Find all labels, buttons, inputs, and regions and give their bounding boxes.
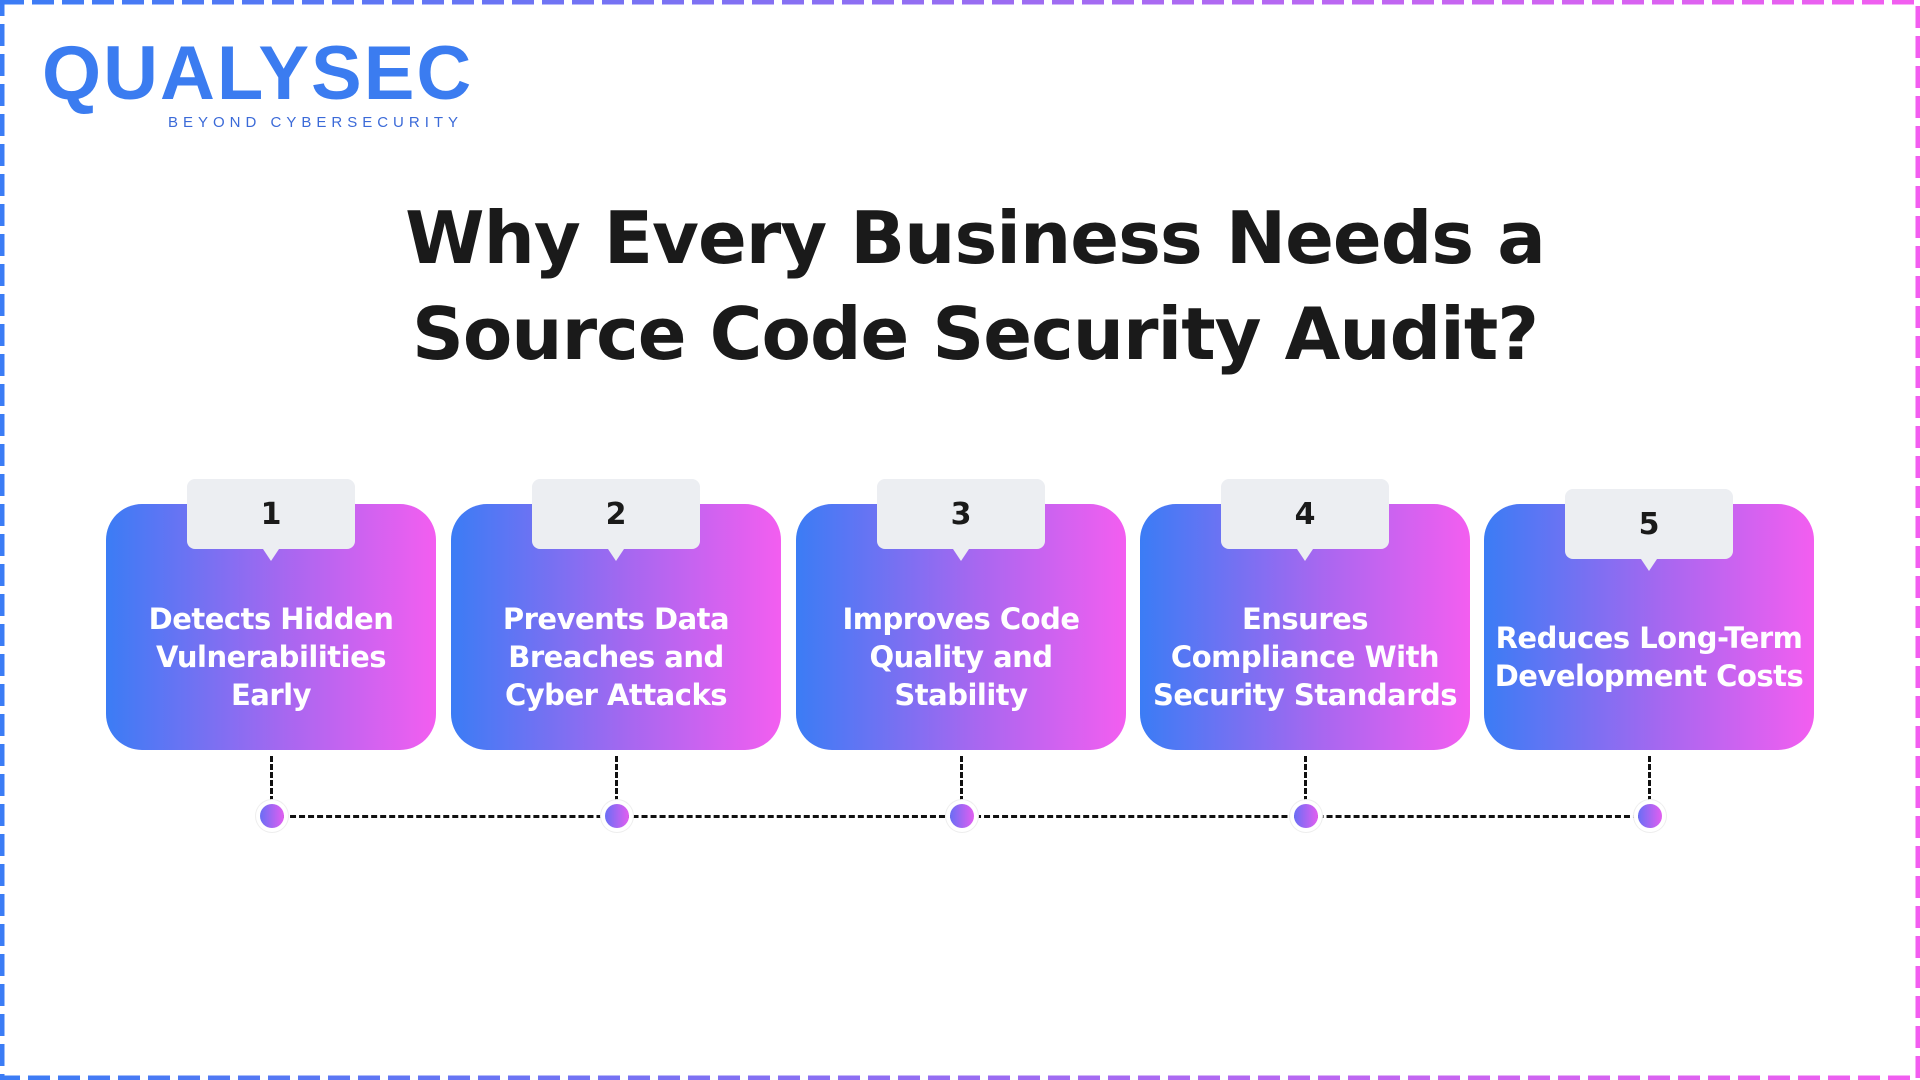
step-card-1: 1 Detects Hidden Vulnerabilities Early (106, 479, 436, 750)
logo-wordmark: QUALYSEC (42, 31, 474, 116)
timeline-dot (605, 804, 629, 828)
step-number-badge: 4 (1221, 479, 1389, 561)
logo-tagline: BEYOND CYBERSECURITY (168, 114, 464, 131)
timeline-dot (260, 804, 284, 828)
connector-line (1648, 756, 1651, 802)
step-text: Ensures Compliance With Security Standar… (1152, 602, 1458, 712)
connector-line (615, 756, 618, 802)
connector-line (1304, 756, 1307, 802)
connector-line (270, 756, 273, 802)
step-text: Prevents Data Breaches and Cyber Attacks (502, 602, 730, 712)
step-number-badge: 1 (187, 479, 355, 561)
timeline-dot (950, 804, 974, 828)
step-card-2: 2 Prevents Data Breaches and Cyber Attac… (451, 479, 781, 750)
step-text: Detects Hidden Vulnerabilities Early (148, 602, 394, 712)
step-card-4: 4 Ensures Compliance With Security Stand… (1140, 479, 1470, 750)
step-card-3: 3 Improves Code Quality and Stability (796, 479, 1126, 750)
qualysec-logo: QUALYSEC BEYOND CYBERSECURITY (42, 34, 502, 134)
timeline-dot (1294, 804, 1318, 828)
step-number-badge: 5 (1565, 489, 1733, 571)
step-card-5: 5 Reduces Long-Term Development Costs (1484, 489, 1814, 750)
step-number-badge: 3 (877, 479, 1045, 561)
step-text: Improves Code Quality and Stability (842, 602, 1080, 712)
title-line-2: Source Code Security Audit? (411, 292, 1539, 376)
timeline-dot (1638, 804, 1662, 828)
step-number-badge: 2 (532, 479, 700, 561)
connector-line (960, 756, 963, 802)
page-title: Why Every Business Needs a Source Code S… (0, 190, 1920, 382)
step-text: Reduces Long-Term Development Costs (1494, 621, 1804, 693)
title-line-1: Why Every Business Needs a (405, 196, 1546, 280)
